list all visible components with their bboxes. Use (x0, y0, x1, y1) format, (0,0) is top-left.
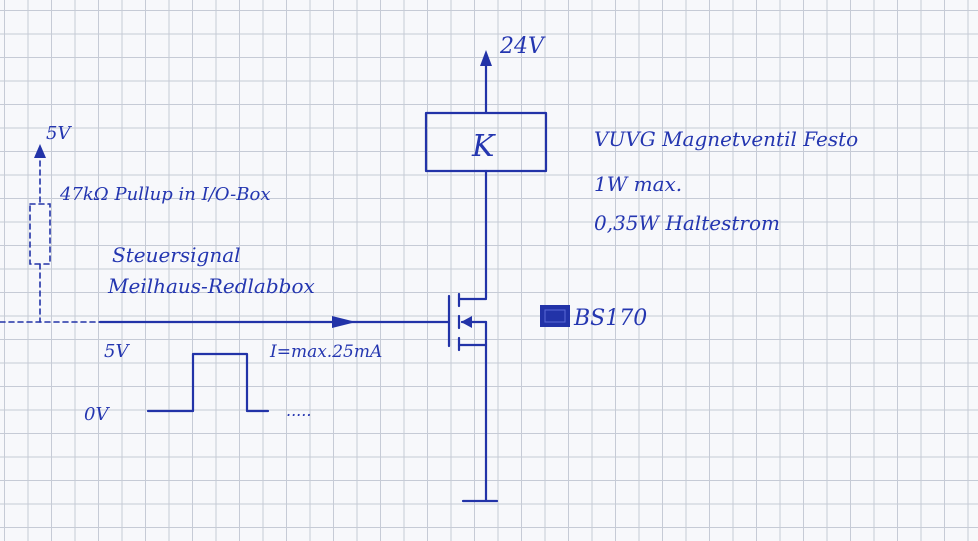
valve-label-line2: 1W max. (594, 172, 682, 196)
supply-voltage-label: 24V (499, 34, 546, 59)
low-level-label: 0V (84, 404, 110, 425)
pulse-waveform (146, 352, 270, 413)
mosfet-symbol (447, 292, 488, 352)
waveform-continuation: ..... (286, 401, 311, 420)
supply-arrow (480, 50, 492, 114)
pullup-label: 47kΩ Pullup in I/O-Box (59, 184, 270, 205)
signal-label-line2: Meilhaus-Redlabbox (107, 274, 315, 298)
signal-direction-arrow (332, 316, 356, 328)
current-label: I=max.25mA (269, 342, 382, 362)
transistor-marker-inner (544, 309, 566, 323)
relay-label: K (471, 129, 496, 164)
pullup-supply-label: 5V (46, 123, 72, 144)
high-level-label: 5V (104, 341, 130, 362)
transistor-label: BS170 (573, 306, 647, 331)
valve-label-line3: 0,35W Haltestrom (594, 211, 780, 235)
valve-label-line1: VUVG Magnetventil Festo (594, 127, 858, 151)
signal-label-line1: Steuersignal (112, 243, 241, 267)
pullup-resistor (29, 144, 51, 323)
